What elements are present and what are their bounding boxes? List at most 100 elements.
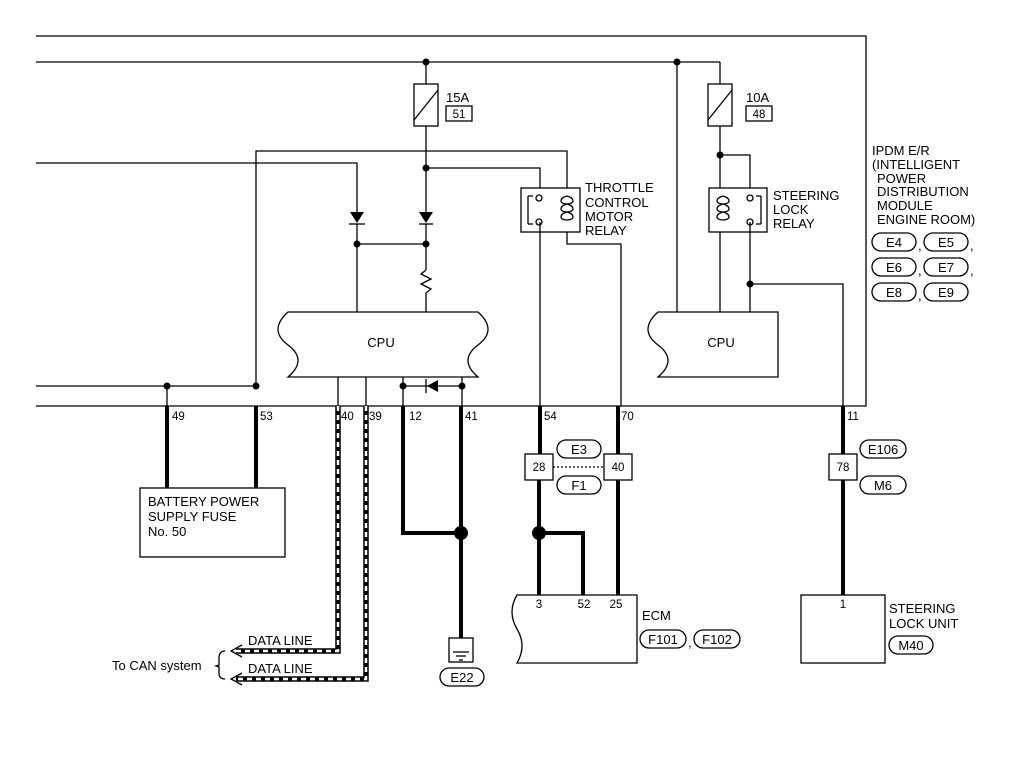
steering-relay-terminal <box>746 194 754 202</box>
throttle-relay-label-4: RELAY <box>585 223 627 238</box>
pin-11-label: 11 <box>847 411 859 423</box>
pin-41-label: 41 <box>465 411 478 423</box>
joint-connector-pin-40 <box>603 453 633 481</box>
steering-relay-coil-icon <box>722 195 730 221</box>
battery-fuse-label-2: SUPPLY FUSE <box>148 509 237 524</box>
connector-tag-f101 <box>639 629 687 649</box>
steering-relay-coil-feed-wire <box>720 154 751 188</box>
ipdm-title-2: (INTELLIGENT <box>872 157 960 172</box>
joint-pin-28-label: 28 <box>533 462 546 474</box>
to-can-system-label: To CAN system <box>112 658 202 673</box>
connector-tag-e7-label: E7 <box>938 260 954 275</box>
throttle-relay-terminal <box>535 194 543 202</box>
connector-tag-e6-label: E6 <box>886 260 902 275</box>
ecm-label: ECM <box>642 608 671 623</box>
steering-lock-unit-label-1: STEERING <box>889 601 955 616</box>
connector-tag-e7 <box>923 257 969 277</box>
throttle-relay-label-2: CONTROL <box>585 195 649 210</box>
connector-tag-e3 <box>556 439 602 459</box>
connector-tag-e5 <box>923 232 969 252</box>
data-line-1-label: DATA LINE <box>248 633 313 648</box>
ground-symbol-box <box>448 637 474 663</box>
steering-relay-box <box>708 187 768 233</box>
steering-lock-unit-pin-1: 1 <box>840 599 846 611</box>
pin-40-label: 40 <box>341 411 354 423</box>
connector-tag-m6-label: M6 <box>874 478 892 493</box>
pin-39-label: 39 <box>369 411 382 423</box>
steering-relay-label-1: STEERING <box>773 188 839 203</box>
connector-tag-e3-label: E3 <box>571 442 587 457</box>
arrow-left-icon <box>229 672 243 686</box>
data-line-2-label: DATA LINE <box>248 661 313 676</box>
ecm-pin-52-label: 52 <box>578 599 591 611</box>
throttle-relay-label-1: THROTTLE <box>585 180 654 195</box>
ecm-pin-3-label: 3 <box>536 599 542 611</box>
connector-tag-e4-label: E4 <box>886 235 902 250</box>
can-data-line-1-inner <box>236 406 340 653</box>
connector-tag-e6 <box>871 257 917 277</box>
connector-separator: , <box>970 263 974 278</box>
arrow-left-icon <box>229 644 243 658</box>
ecm-pin-25-label: 25 <box>610 599 623 611</box>
pin-53-label: 53 <box>260 411 273 423</box>
throttle-relay-coil-wire <box>566 232 622 406</box>
connector-separator: , <box>970 238 974 253</box>
ipdm-title-3: POWER <box>877 171 926 186</box>
pin-12-label: 12 <box>409 411 422 423</box>
ecm-pin-52-wire <box>539 531 585 595</box>
ipdm-title-5: MODULE <box>877 198 933 213</box>
battery-fuse-label-1: BATTERY POWER <box>148 494 259 509</box>
pin-12-harness-wire <box>401 406 461 535</box>
pin-53-internal-wire <box>255 150 568 386</box>
left-feed-wire <box>36 162 358 212</box>
cpu-left-label: CPU <box>367 335 394 350</box>
pin-11-internal-wire <box>750 283 844 406</box>
ground-connector-label: E22 <box>450 670 473 685</box>
battery-fuse-label-3: No. 50 <box>148 524 186 539</box>
diode-icon <box>350 212 364 223</box>
ground-connector-tag <box>439 667 485 687</box>
cpu-right-label: CPU <box>707 335 734 350</box>
ipdm-title-6: ENGINE ROOM) <box>877 212 975 227</box>
connector-separator: , <box>918 263 922 278</box>
fuse-10a-rating: 10A <box>746 90 769 105</box>
ecm-box <box>511 594 638 664</box>
throttle-relay-feed-wire <box>426 167 541 188</box>
throttle-relay-coil-icon <box>566 195 574 221</box>
junction-dot <box>353 240 361 248</box>
connector-tag-e8 <box>871 282 917 302</box>
connector-tag-e9 <box>923 282 969 302</box>
connector-tag-e5-label: E5 <box>938 235 954 250</box>
connector-tag-m6 <box>859 475 907 495</box>
pin-49-label: 49 <box>172 411 185 423</box>
fuse-15a-element <box>413 89 439 121</box>
cpu-left-box <box>277 311 489 378</box>
fuse-15a-number-box <box>445 105 473 122</box>
pin-70-label: 70 <box>621 411 634 423</box>
connector-tag-m40-label: M40 <box>898 638 923 653</box>
connector-separator: , <box>688 635 692 650</box>
connector-tag-e4 <box>871 232 917 252</box>
ipdm-title-4: DISTRIBUTION <box>877 184 969 199</box>
joint-pin-78-label: 78 <box>837 462 850 474</box>
ipdm-title-1: IPDM E/R <box>872 143 930 158</box>
fuse-15a-rating: 15A <box>446 90 469 105</box>
connector-tag-m40 <box>888 635 934 655</box>
can-bracket <box>213 650 226 680</box>
can-data-line-2-inner <box>236 406 368 681</box>
steering-relay-label-3: RELAY <box>773 216 815 231</box>
fuse-10a-element <box>707 89 733 121</box>
ipdm-module-outline <box>36 35 867 407</box>
battery-power-supply-fuse-box <box>139 487 286 558</box>
throttle-relay-label-3: MOTOR <box>585 209 633 224</box>
connector-tag-f102-label: F102 <box>702 632 732 647</box>
pin-54-label: 54 <box>544 411 557 423</box>
connector-tag-f1 <box>556 475 602 495</box>
connector-tag-e106 <box>859 439 907 459</box>
fuse-10a-number-box <box>745 105 773 122</box>
diode-icon <box>419 212 433 223</box>
diode-icon <box>427 380 438 392</box>
throttle-relay-coil-icon <box>560 195 568 221</box>
connector-tag-e8-label: E8 <box>886 285 902 300</box>
